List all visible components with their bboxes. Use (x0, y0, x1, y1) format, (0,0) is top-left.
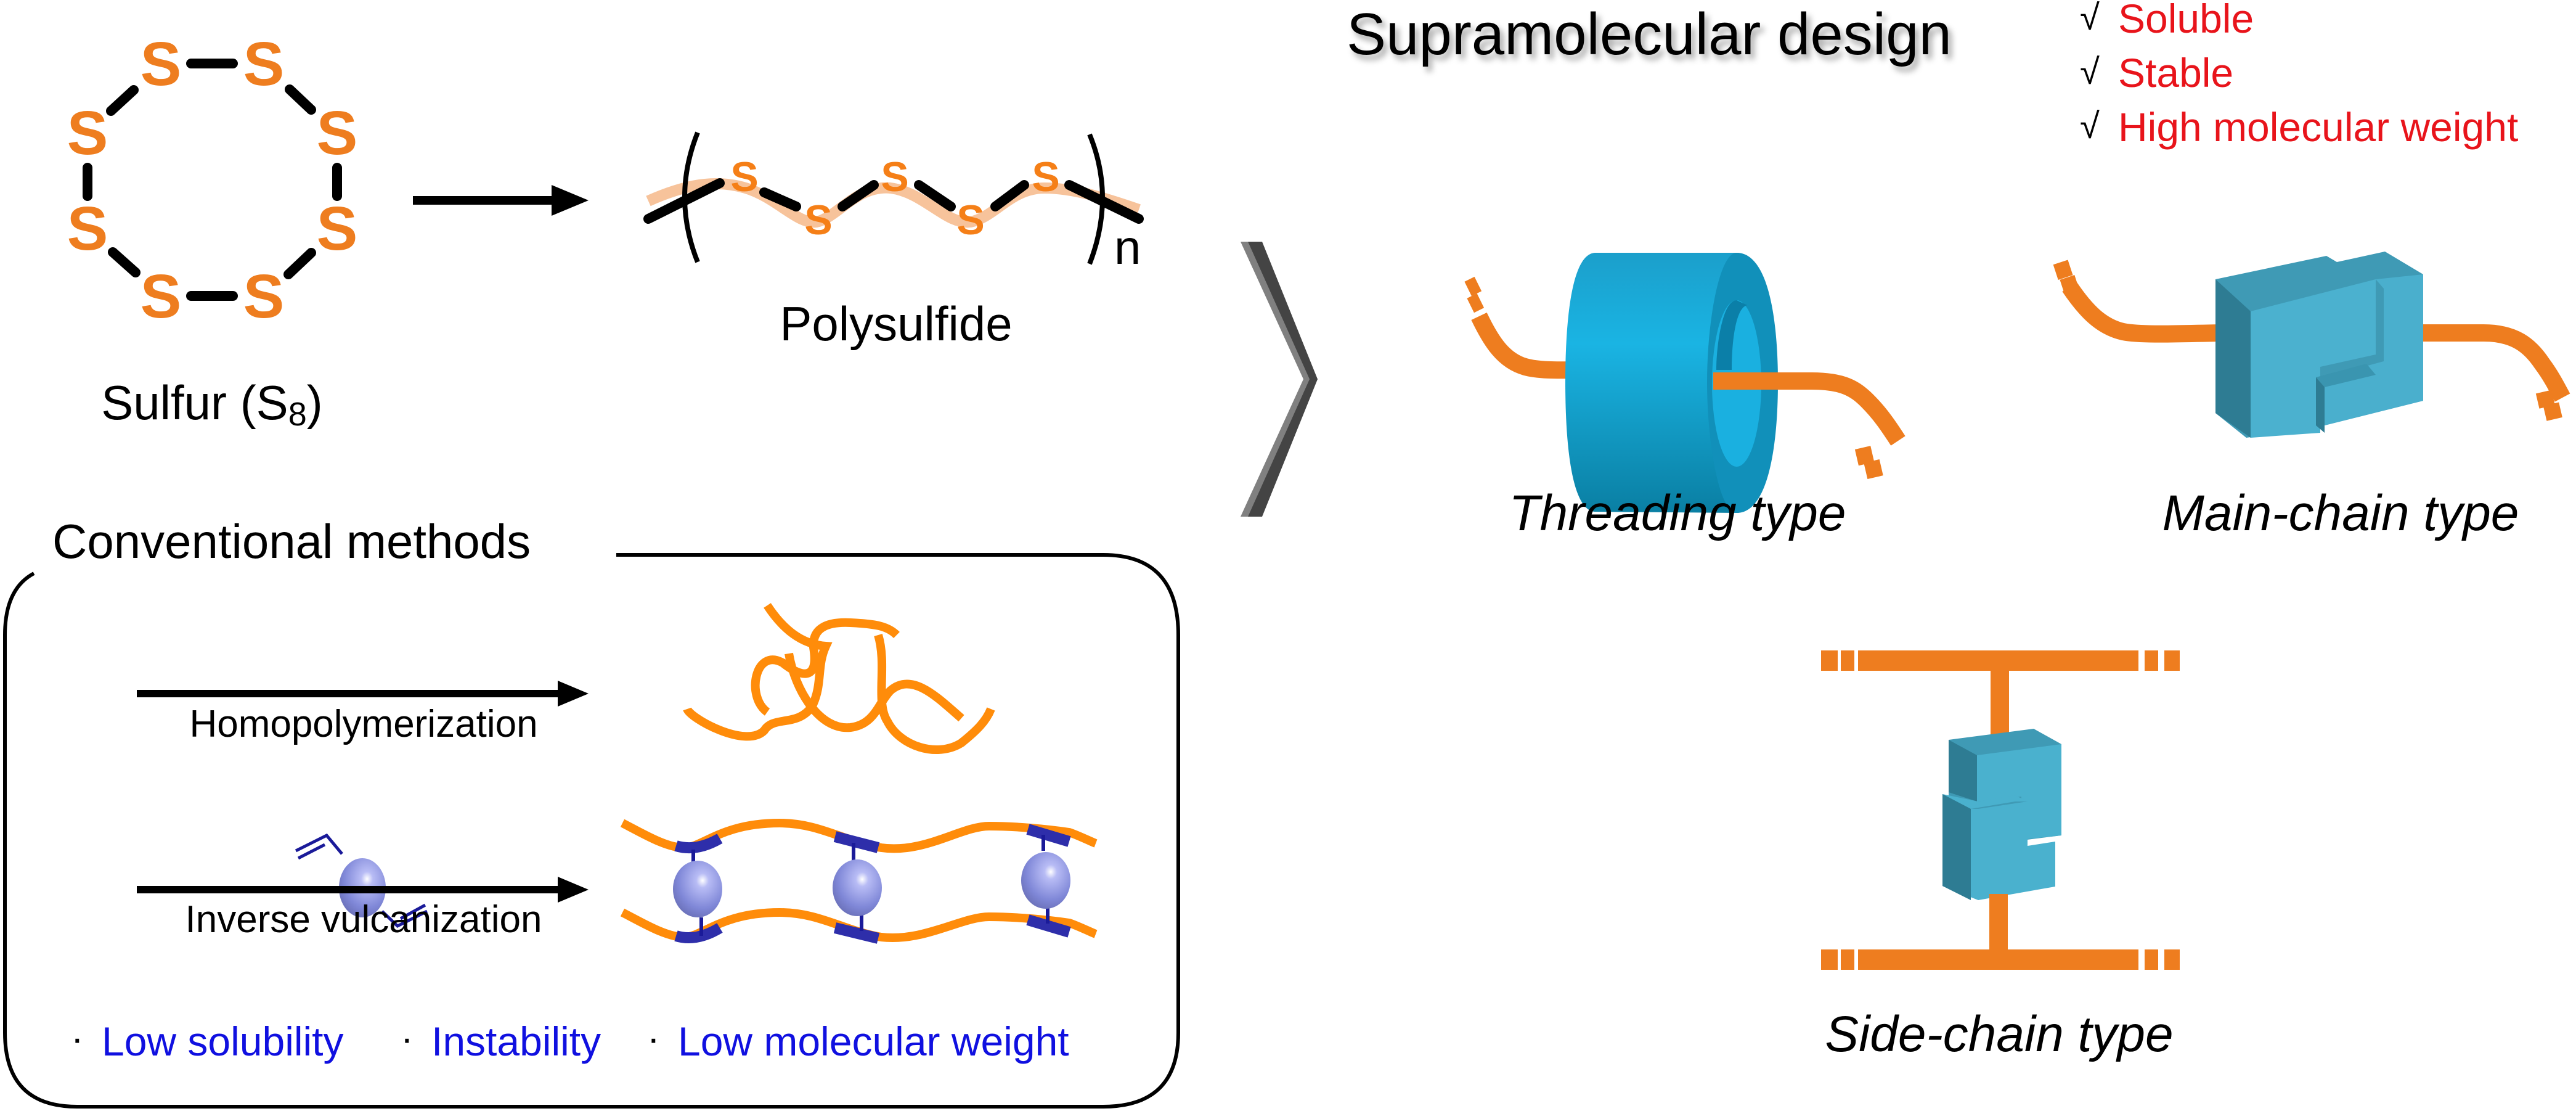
drawback-item: Low molecular weight (678, 1019, 1069, 1064)
advantage-item: High molecular weight (2118, 104, 2518, 150)
sulfur-atom: S (804, 197, 832, 244)
sulfur-subscript: 8 (288, 396, 307, 433)
homopolymerization-label: Homopolymerization (189, 703, 537, 745)
sulfur-atom: S (956, 197, 984, 244)
sulfur-s8-ring: S S S S S S S S (67, 30, 358, 331)
threading-type-illustration (1464, 253, 1906, 513)
bond (285, 84, 316, 115)
inverse-vulcanization-label: Inverse vulcanization (185, 898, 542, 941)
sulfur-atom: S (67, 194, 108, 263)
bond (759, 187, 801, 211)
bond (990, 180, 1029, 211)
right-parenthesis (1087, 133, 1105, 265)
sulfur-atom: S (317, 194, 358, 263)
polysulfide-label: Polysulfide (780, 297, 1012, 351)
left-parenthesis (682, 131, 700, 263)
drawback-item: Low solubility (102, 1019, 344, 1064)
supramolecular-title: Supramolecular design (1347, 1, 1952, 67)
panel-border (3, 553, 1180, 1109)
sulfur-atom: S (141, 262, 182, 331)
drawback-item: Instability (431, 1019, 601, 1064)
side-chain-type-label: Side-chain type (1825, 1006, 2173, 1062)
sulfur-atom: S (730, 154, 758, 200)
bond (108, 247, 141, 277)
drawbacks-list: · Low solubility · Instability · Low mol… (71, 1017, 1069, 1064)
check-icon: √ (2080, 0, 2100, 38)
homopolymerization-arrow (137, 681, 589, 707)
sulfur-atom: S (243, 262, 285, 331)
advantage-item: Stable (2118, 50, 2233, 96)
inverse-vulcanization-arrow (137, 877, 589, 903)
bond (283, 248, 316, 279)
crosslinked-network (620, 818, 1098, 944)
sulfur-atom: S (317, 99, 358, 168)
crosslinker-sphere (833, 859, 882, 916)
side-chain-type-illustration (1821, 650, 2180, 970)
polysulfide-backbone-highlight (646, 178, 1141, 228)
sulfur-atom: S (881, 154, 908, 200)
crosslinker-sphere (1021, 852, 1070, 909)
main-chain-type-illustration (2053, 252, 2570, 438)
sulfur-atom: S (243, 30, 285, 99)
conventional-methods-panel: Conventional methods Homopolymerization … (3, 514, 1180, 1109)
reaction-arrow (413, 185, 589, 216)
chevron-right-icon (1241, 242, 1318, 517)
bullet: · (71, 1017, 84, 1060)
sulfur-label: Sulfur (S8) (101, 375, 322, 433)
check-icon: √ (2080, 106, 2100, 146)
bullet: · (401, 1017, 414, 1060)
main-chain-type-label: Main-chain type (2162, 485, 2519, 541)
sulfur-atom: S (141, 30, 182, 99)
repeat-index: n (1114, 220, 1141, 274)
check-icon: √ (2080, 52, 2100, 92)
crosslinker-sphere (673, 861, 722, 917)
bullet: · (647, 1017, 660, 1060)
bond (914, 180, 956, 211)
advantage-item: Soluble (2118, 0, 2254, 41)
tangled-polymer (683, 603, 995, 755)
panel-title: Conventional methods (52, 514, 531, 568)
advantages-list: √ Soluble √ Stable √ High molecular weig… (2080, 0, 2518, 150)
threading-type-label: Threading type (1509, 485, 1846, 541)
bond (106, 85, 139, 116)
sulfur-atom: S (1032, 154, 1059, 200)
bond (838, 180, 879, 211)
polysulfide-structure: S S S S S n (643, 131, 1144, 274)
sulfur-atom: S (67, 99, 108, 168)
